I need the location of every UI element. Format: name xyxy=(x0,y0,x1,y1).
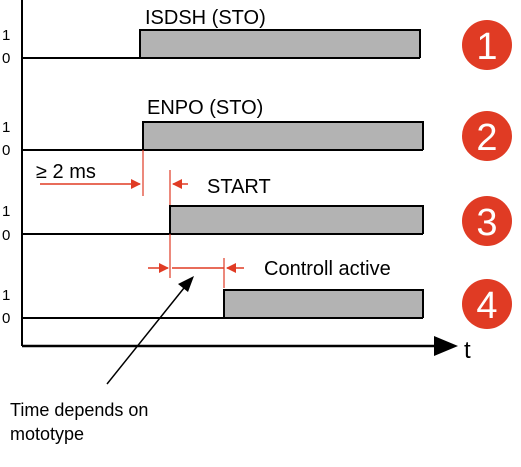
signal-2-low-level: 0 xyxy=(2,142,10,159)
signal-3-high-level: 1 xyxy=(2,203,10,220)
min-delay-marker: ≥ 2 ms xyxy=(36,150,188,206)
signal-4: 1 0 4 xyxy=(2,279,512,329)
signal-2-high-region xyxy=(143,122,423,150)
signal-4-low-level: 0 xyxy=(2,310,10,327)
signal-3-number-badge xyxy=(462,196,512,246)
signal-4-number-badge xyxy=(462,279,512,329)
signal-2: ENPO (STO) 1 0 2 xyxy=(2,97,512,161)
signal-1-label: ISDSH (STO) xyxy=(145,7,266,29)
signal-4-high-region xyxy=(224,290,423,318)
signal-1-number: 1 xyxy=(476,26,497,68)
annotation-text-line-2: mototype xyxy=(10,424,84,444)
signal-3-number: 3 xyxy=(476,202,497,244)
signal-3-high-region xyxy=(170,206,423,234)
signal-1-high-region xyxy=(140,30,420,58)
signal-2-label: ENPO (STO) xyxy=(147,97,263,119)
signal-3-low-level: 0 xyxy=(2,227,10,244)
signal-1-number-badge xyxy=(462,20,512,70)
annotation-pointer-line xyxy=(106,282,189,385)
signal-2-waveform xyxy=(22,121,424,151)
min-delay-label: ≥ 2 ms xyxy=(36,161,96,183)
signal-4-high-level: 1 xyxy=(2,287,10,304)
signal-4-label: Controll active xyxy=(264,258,391,280)
signal-4-waveform xyxy=(22,289,424,319)
signal-3: START 1 0 3 xyxy=(2,176,512,246)
signal-4-number: 4 xyxy=(476,285,497,327)
signal-2-number-badge xyxy=(462,111,512,161)
annotation-pointer xyxy=(106,276,194,385)
signal-3-label: START xyxy=(207,176,271,198)
annotation-pointer-arrowhead xyxy=(178,276,194,292)
annotation-text-line-1: Time depends on xyxy=(10,400,148,420)
time-axis-arrowhead xyxy=(434,336,458,356)
signal-1: ISDSH (STO) 1 0 1 xyxy=(2,7,512,70)
signal-3-waveform xyxy=(22,205,424,235)
signal-1-high-level: 1 xyxy=(2,27,10,44)
signal-2-number: 2 xyxy=(476,117,497,159)
signal-2-high-level: 1 xyxy=(2,119,10,136)
signal-1-low-level: 0 xyxy=(2,50,10,67)
signal-1-waveform xyxy=(22,29,421,59)
control-delay-marker: Controll active xyxy=(148,234,391,288)
time-axis-label: t xyxy=(464,337,471,364)
